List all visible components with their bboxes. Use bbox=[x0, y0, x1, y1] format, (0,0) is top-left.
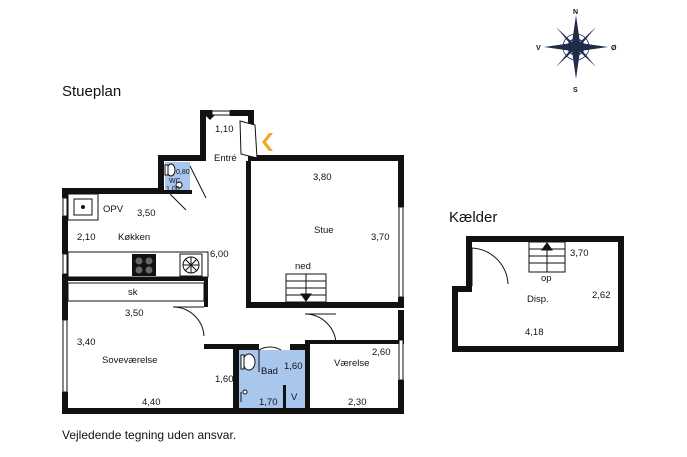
bath-label: Bad bbox=[261, 366, 278, 377]
basement-dim-b: 2,62 bbox=[592, 290, 611, 301]
basement-stair-label: op bbox=[541, 273, 552, 284]
kitchen-counter bbox=[67, 193, 209, 302]
staircase-up bbox=[528, 241, 566, 273]
basement-label: Disp. bbox=[527, 294, 549, 305]
wc-dim-b: 1,00 bbox=[166, 186, 180, 193]
fan-icon bbox=[179, 253, 203, 277]
room-label: Værelse bbox=[334, 358, 369, 369]
bedroom-dim-h: 3,40 bbox=[77, 337, 96, 348]
kitchen-dim-w: 3,50 bbox=[137, 208, 156, 219]
compass-south: S bbox=[573, 87, 578, 94]
windows bbox=[62, 110, 404, 393]
bath-dim-a: 1,60 bbox=[215, 374, 234, 385]
entre-label: Entré bbox=[214, 153, 237, 164]
doors bbox=[172, 120, 337, 372]
compass-rose-icon: N S V Ø bbox=[536, 9, 617, 94]
bedroom-label: Soveværelse bbox=[102, 355, 157, 366]
compass-west: V bbox=[536, 45, 541, 52]
basement-door bbox=[471, 247, 509, 286]
bath-fixtures bbox=[240, 353, 256, 402]
bath-dim-b: 1,60 bbox=[284, 361, 303, 372]
basement-dim-a: 3,70 bbox=[570, 248, 589, 259]
stove-icon bbox=[132, 254, 156, 276]
basement-walls bbox=[452, 236, 624, 352]
stue-dim-w: 3,80 bbox=[313, 172, 332, 183]
toilet-icon bbox=[164, 163, 183, 189]
ground-floor-walls bbox=[62, 110, 404, 414]
wc-label: WC bbox=[169, 178, 181, 185]
room-dim-h: 2,60 bbox=[372, 347, 391, 358]
disclaimer-text: Vejledende tegning uden ansvar. bbox=[62, 428, 237, 442]
kitchen-label: Køkken bbox=[118, 232, 150, 243]
basement-title: Kælder bbox=[449, 209, 497, 226]
stue-label: Stue bbox=[314, 225, 334, 236]
sk-label: sk bbox=[128, 287, 138, 298]
bath-v: V bbox=[291, 392, 298, 403]
stue-dim-h: 3,70 bbox=[371, 232, 390, 243]
kitchen-opv: OPV bbox=[103, 204, 124, 215]
kitchen-dim-h: 2,10 bbox=[77, 232, 96, 243]
bedroom-dim-w: 3,50 bbox=[125, 308, 144, 319]
compass-north: N bbox=[573, 9, 578, 16]
staircase-down bbox=[285, 273, 327, 303]
compass-east: Ø bbox=[611, 45, 617, 52]
bath-dim-c: 1,70 bbox=[259, 397, 278, 408]
stair-label: ned bbox=[295, 261, 311, 272]
entrance-arrow-icon bbox=[262, 133, 273, 151]
ground-floor-title: Stueplan bbox=[62, 83, 121, 100]
basement-dim-c: 4,18 bbox=[525, 327, 544, 338]
wc-dim-a: 0,80 bbox=[176, 169, 190, 176]
bedroom-dim-b: 4,40 bbox=[142, 397, 161, 408]
entre-dim: 1,10 bbox=[215, 124, 234, 135]
hall-dim: 6,00 bbox=[210, 249, 229, 260]
room-dim-w: 2,30 bbox=[348, 397, 367, 408]
